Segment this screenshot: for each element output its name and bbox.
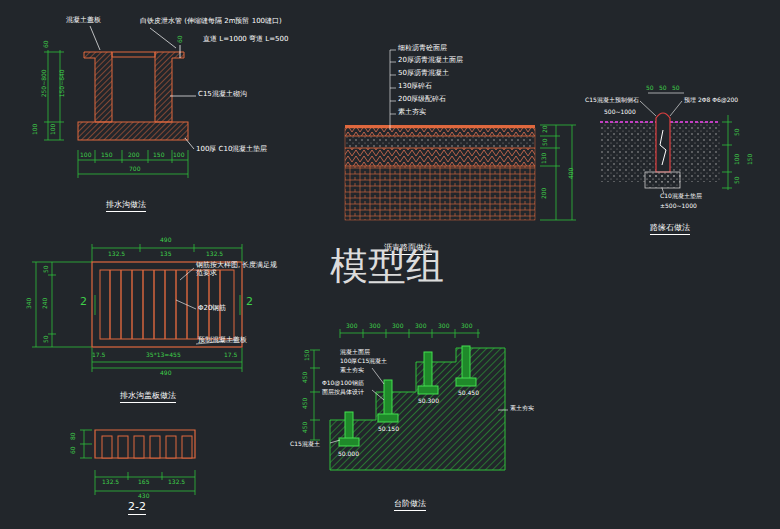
- note-label: 130厚碎石: [398, 83, 432, 91]
- dimension-text: 50: [43, 265, 50, 273]
- dimension-text: 450: [302, 422, 309, 433]
- note-label: C15混凝土: [290, 441, 320, 448]
- note-label: 100厚 C10混凝土垫层: [196, 146, 267, 154]
- dimension-text: 130: [541, 153, 548, 164]
- note-label: C10混凝土垫层: [660, 193, 702, 200]
- note-label: 200厚级配碎石: [398, 96, 446, 104]
- dimension-text: 50: [542, 138, 549, 146]
- dimension-text: 50: [672, 85, 680, 92]
- dimension-text: 135: [160, 251, 171, 258]
- dimension-text: 250~800: [41, 69, 48, 97]
- dimension-text: 132.5: [108, 251, 125, 258]
- note-label: 素土夯实: [510, 405, 534, 412]
- dimension-text: 35*13=455: [146, 352, 181, 359]
- dimension-text: 100: [80, 152, 91, 159]
- dimension-text: 100: [173, 152, 184, 159]
- dimension-text: 17.5: [92, 352, 105, 359]
- dimension-text: 490: [160, 237, 171, 244]
- dimension-text: 20: [542, 125, 549, 133]
- dimension-text: 300: [415, 323, 426, 330]
- note-label: Φ10@100钢筋: [322, 380, 364, 387]
- note-label: 预埋 2Φ8 Φ6@200: [684, 97, 738, 104]
- dimension-text: 100: [32, 124, 39, 135]
- detail-caption: 路缘石做法: [650, 224, 690, 235]
- dimension-text: 300: [461, 323, 472, 330]
- dimension-text: 300: [369, 323, 380, 330]
- detail-caption: 排水沟盖板做法: [120, 392, 176, 403]
- dimension-text: 100: [50, 124, 57, 135]
- dimension-text: 80: [70, 432, 77, 440]
- dimension-text: 200: [541, 188, 548, 199]
- note-label: ±500~1000: [660, 203, 697, 210]
- detail-caption: 排水沟做法: [106, 201, 146, 212]
- dimension-text: 300: [346, 323, 357, 330]
- note-label: 50厚沥青混凝土: [398, 70, 449, 78]
- dimension-text: 300: [438, 323, 449, 330]
- dimension-text: 100: [734, 154, 741, 165]
- dimension-text: 300: [392, 323, 403, 330]
- dimension-text: 490: [160, 370, 171, 377]
- note-label: 白铁皮泄水管 (伸缩缝每隔 2m预留 100缝口): [140, 18, 282, 26]
- note-label: 100厚C15混凝土: [340, 358, 387, 365]
- dimension-text: 50: [43, 335, 50, 343]
- note-label: Φ20钢筋: [198, 305, 226, 313]
- dimension-text: 132.5: [168, 479, 185, 486]
- note-label: 素土夯实: [398, 109, 426, 117]
- note-label: 模型组: [330, 246, 444, 288]
- dimension-text: 450: [302, 372, 309, 383]
- dimension-text: 132.5: [102, 479, 119, 486]
- dimension-text: 200: [128, 152, 139, 159]
- dimension-text: 2: [246, 296, 253, 308]
- note-label: 预制混凝土盖板: [198, 337, 247, 345]
- dimension-text: 165: [138, 479, 149, 486]
- dimension-text: 430: [138, 493, 149, 500]
- dimension-text: 400: [568, 168, 575, 179]
- dimension-text: 50: [734, 128, 741, 136]
- dimension-text: 17.5: [224, 352, 237, 359]
- dimension-text: 150: [747, 154, 754, 165]
- note-label: 素土夯实: [340, 367, 364, 374]
- dimension-text: 150: [101, 152, 112, 159]
- note-label: 钢筋按大样图, 长度满足规范要求: [196, 262, 284, 277]
- dimension-text: 340: [26, 298, 33, 309]
- note-label: 混凝土面层: [340, 349, 370, 356]
- note-label: 500~1000: [604, 109, 636, 116]
- dimension-text: 60: [43, 40, 50, 48]
- dimension-text: 700: [129, 166, 140, 173]
- note-label: 细粒沥青砼面层: [398, 45, 447, 53]
- detail-caption: 台阶做法: [394, 500, 426, 511]
- dimension-text: 2: [80, 296, 87, 308]
- note-label: 20厚沥青混凝土面层: [398, 57, 463, 65]
- dimension-text: 132.5: [206, 251, 223, 258]
- dimension-text: 50: [646, 85, 654, 92]
- note-label: 50.000: [338, 451, 359, 458]
- note-label: C15混凝土砌沟: [198, 91, 247, 99]
- dimension-text: 60: [70, 446, 77, 454]
- note-label: 50.300: [418, 398, 439, 405]
- dimension-text: 240: [42, 298, 49, 309]
- dimension-text: 50: [734, 176, 741, 184]
- dimension-text: 450: [302, 398, 309, 409]
- dimension-text: 150: [304, 350, 311, 361]
- detail-caption: 2-2: [128, 501, 146, 515]
- dimension-text: 150~640: [59, 69, 66, 97]
- dimension-text: 50: [659, 85, 667, 92]
- note-label: 50.150: [378, 426, 399, 433]
- note-label: 50.450: [458, 390, 479, 397]
- note-label: 面层按具体设计: [322, 389, 364, 396]
- dimension-text: 150: [153, 152, 164, 159]
- note-label: C15混凝土预制侧石: [585, 97, 639, 104]
- note-label: 混凝土盖板: [66, 17, 101, 25]
- note-label: 直道 L=1000 弯道 L=500: [203, 36, 288, 44]
- dimension-text: 60: [177, 35, 184, 43]
